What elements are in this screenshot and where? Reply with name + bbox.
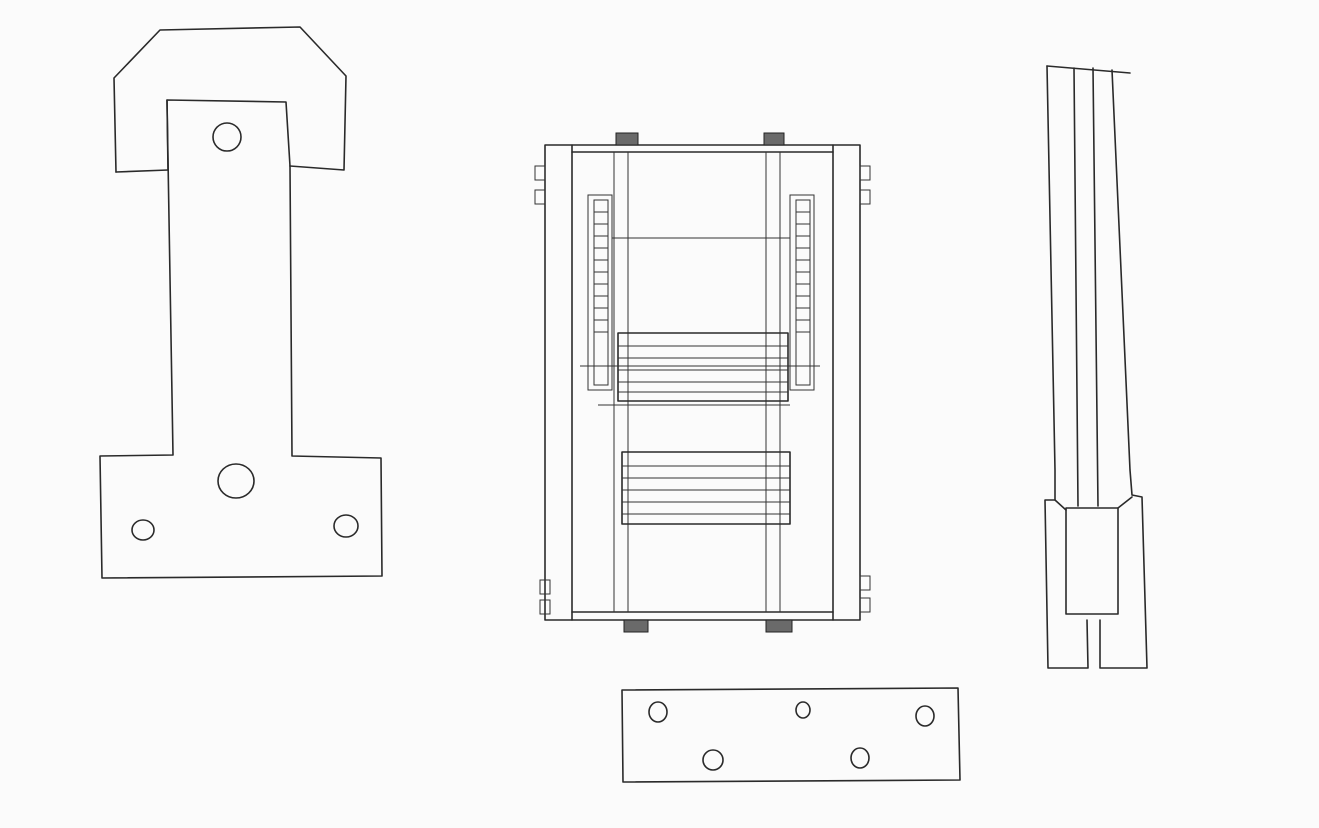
t-bracket — [99, 26, 383, 579]
vertical-rail — [1044, 65, 1148, 669]
frame-assembly — [534, 132, 871, 633]
mounting-plate — [621, 687, 961, 783]
bolt-hole — [333, 514, 359, 538]
roller-lower — [621, 451, 791, 525]
bolt-hole — [212, 122, 242, 152]
bolt-hole — [131, 519, 155, 541]
roller-upper — [617, 332, 789, 402]
bolt-hole — [217, 463, 255, 499]
